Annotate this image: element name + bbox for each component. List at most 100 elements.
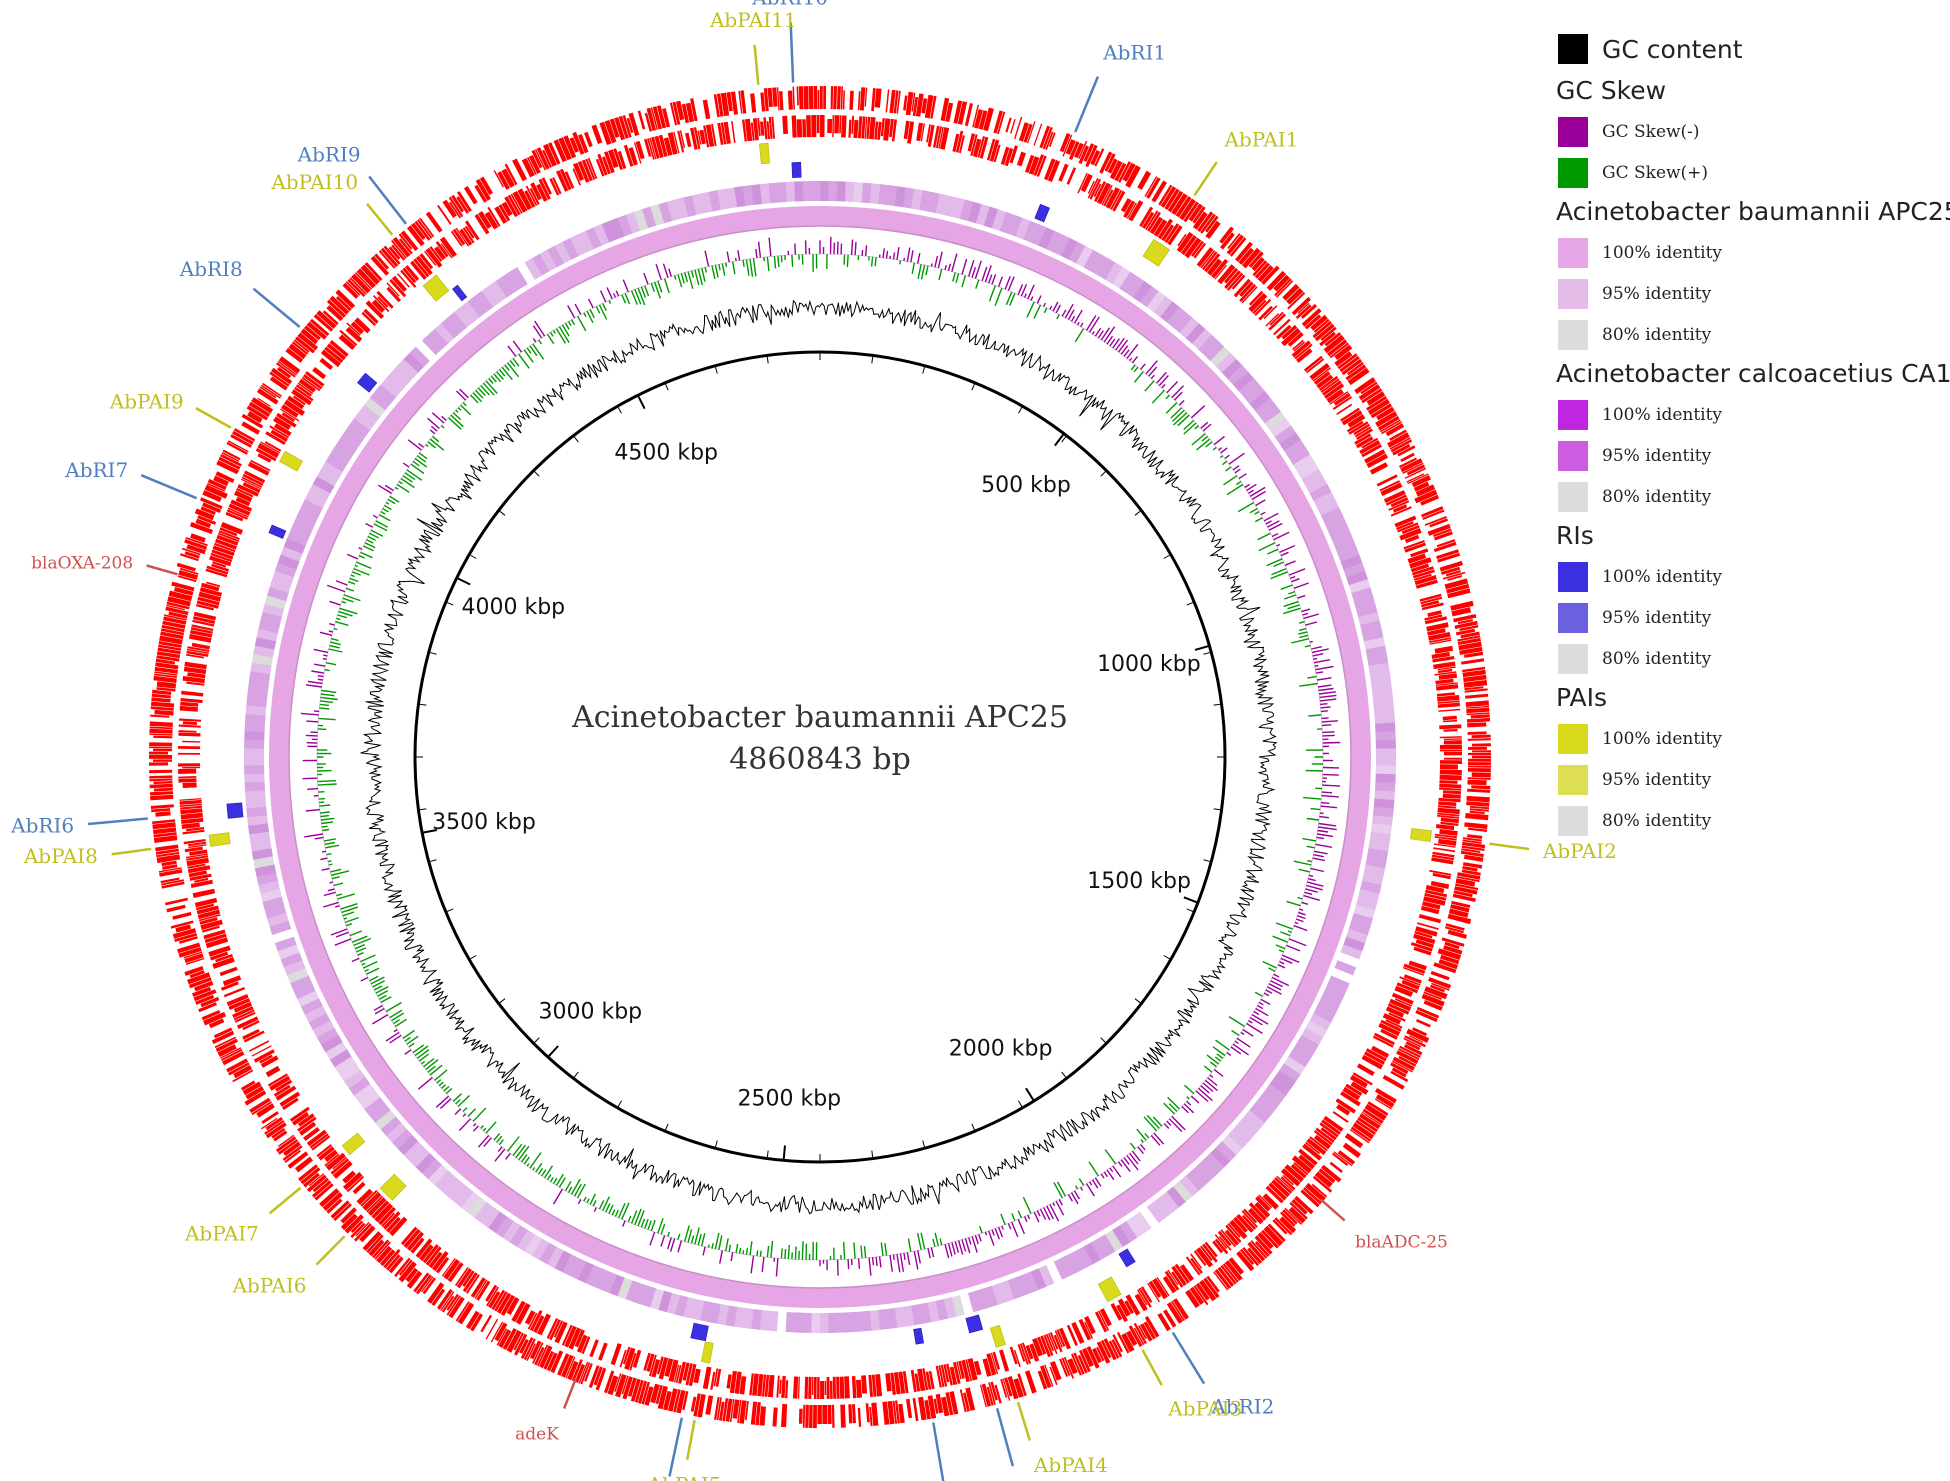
ca16-segment xyxy=(290,975,313,992)
ca16-segment xyxy=(359,404,381,424)
ca16-segment xyxy=(999,211,1015,234)
ca16-segment xyxy=(245,713,266,724)
ca16-segment xyxy=(1313,491,1336,509)
callout-label: AbPAI6 xyxy=(232,1274,307,1298)
ca16-segment xyxy=(759,1309,771,1331)
ca16-segment xyxy=(246,696,268,708)
ca16-segment xyxy=(1343,936,1366,952)
legend-swatch xyxy=(1558,116,1588,147)
ca16-segment xyxy=(409,346,431,367)
tick-mark xyxy=(1100,1037,1107,1044)
ca16-segment xyxy=(287,530,309,547)
legend-label: 80% identity xyxy=(1602,324,1712,345)
ca16-segment xyxy=(991,209,1007,232)
apc25-ring-edge xyxy=(288,225,1352,1289)
ca16-segment xyxy=(585,227,602,250)
ca16-segment xyxy=(983,1285,998,1308)
ca16-segment xyxy=(1204,340,1225,362)
ca16-segment xyxy=(264,904,287,919)
ca16-segment xyxy=(264,594,287,610)
ca16-segment xyxy=(1023,220,1039,243)
tick-mark xyxy=(1134,510,1142,516)
major-tick-mark xyxy=(1183,896,1199,904)
callout-line xyxy=(562,1378,577,1409)
ca16-segment xyxy=(304,1005,327,1023)
ca16-segment xyxy=(1191,1164,1212,1186)
tick-mark xyxy=(617,406,622,414)
ca16-segment xyxy=(280,951,303,968)
major-tick-mark xyxy=(547,1045,559,1058)
ca16-segment xyxy=(1373,798,1395,810)
ca16-segment xyxy=(269,920,292,935)
ca16-segment xyxy=(547,245,565,268)
ca16-segment xyxy=(1324,983,1347,1000)
ca16-segment xyxy=(836,1312,846,1333)
ca16-segment xyxy=(675,197,689,219)
ca16-segment xyxy=(245,797,267,809)
callout-label: blaOXA-208 xyxy=(31,554,133,574)
ca16-segment xyxy=(269,578,292,594)
ca16-segment xyxy=(1221,1135,1243,1156)
ca16-segment xyxy=(1305,1020,1328,1039)
ca16-segment xyxy=(725,1305,738,1327)
ca16-segment xyxy=(1353,904,1376,920)
ca16-segment xyxy=(1370,679,1392,692)
ca16-segment xyxy=(343,1069,366,1089)
ca16-segment xyxy=(750,1308,762,1330)
tick-mark xyxy=(971,1123,976,1132)
ca16-segment xyxy=(641,1285,657,1308)
ca16-segment xyxy=(593,223,610,246)
ca16-segment xyxy=(569,1257,587,1280)
ca16-segment xyxy=(297,990,320,1007)
gc-content-ring xyxy=(360,299,1278,1215)
ca16-segment xyxy=(561,1254,579,1276)
callout-line xyxy=(368,175,407,225)
ca16-segment xyxy=(1227,365,1249,386)
ca16-segment xyxy=(1340,944,1363,960)
legend-gc-content: GC content xyxy=(1548,26,1948,72)
legend-swatch xyxy=(1558,157,1588,188)
ca16-segment xyxy=(277,944,300,960)
tick-mark xyxy=(617,1100,622,1108)
ca16-segment xyxy=(1264,1083,1286,1103)
ca16-segment xyxy=(1371,815,1393,827)
ca16-segment xyxy=(403,1140,424,1162)
ri-block xyxy=(226,802,244,819)
ca16-segment xyxy=(1358,612,1380,626)
ca16-segment xyxy=(539,249,558,272)
legend-swatch xyxy=(1558,764,1588,795)
ca16-segment xyxy=(625,1280,641,1303)
ca16-segment xyxy=(1375,748,1396,758)
pai-block xyxy=(208,832,231,847)
ca16-segment xyxy=(244,721,266,733)
ca16-segment xyxy=(1334,960,1357,976)
ca16-segment xyxy=(1112,267,1131,289)
ca16-segment xyxy=(421,334,443,356)
tick-mark xyxy=(418,703,427,706)
scale-label: 500 kbp xyxy=(981,473,1071,498)
callout-label: AbPAI5 xyxy=(647,1472,722,1481)
ca16-segment xyxy=(1274,425,1297,445)
callout-label: AbPAI2 xyxy=(1542,839,1617,863)
ca16-segment xyxy=(1075,1246,1093,1269)
ca16-segment xyxy=(682,1297,697,1319)
ca16-segment xyxy=(844,1312,855,1333)
callout-line xyxy=(1074,76,1100,133)
ca16-segment xyxy=(811,181,821,202)
ca16-segment xyxy=(878,184,890,206)
ca16-segment xyxy=(348,1076,371,1096)
ca16-segment xyxy=(344,424,366,444)
tick-mark xyxy=(1061,1071,1067,1079)
major-tick-mark xyxy=(1194,644,1210,651)
ca16-segment xyxy=(1368,839,1390,852)
ca16-segment xyxy=(397,1134,419,1156)
ca16-segment xyxy=(434,322,455,344)
ca16-segment xyxy=(546,1246,564,1269)
ca16-segment xyxy=(657,1290,673,1313)
ca16-segment xyxy=(1348,920,1371,936)
ca16-segment xyxy=(297,506,320,524)
ca16-segment xyxy=(633,209,649,231)
ca16-segment xyxy=(734,186,746,208)
ri-ring xyxy=(226,162,1136,1345)
